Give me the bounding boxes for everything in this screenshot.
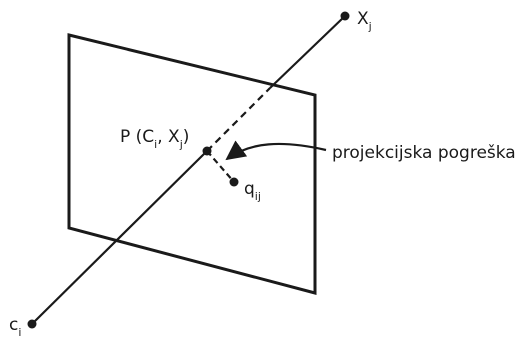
ray-plane-to-point [269, 15, 346, 89]
point-xj [340, 11, 350, 21]
error-pointer-arrow [225, 140, 327, 161]
label-projection: P (Ci, Xj) [120, 127, 189, 151]
label-p-main: P (C [120, 127, 154, 147]
label-qij: qij [244, 179, 261, 203]
label-ci-main: c [9, 315, 18, 335]
label-ci: ci [9, 315, 21, 339]
point-projection [202, 146, 212, 156]
label-qij-main: q [244, 179, 255, 199]
point-qij [229, 177, 239, 187]
label-p-close: ) [183, 127, 190, 147]
label-ci-sub: i [18, 326, 21, 339]
label-p-comma: , X [157, 127, 180, 147]
label-qij-sub: ij [255, 190, 261, 203]
image-plane [67, 33, 317, 295]
label-xj: Xj [357, 9, 372, 33]
point-ci [27, 319, 37, 329]
label-xj-main: X [357, 9, 369, 29]
reprojection-error-segment [206, 150, 235, 183]
ray-projection-to-plane-edge [206, 87, 271, 152]
ray-camera-to-projection [31, 150, 208, 325]
label-p-sub-j: j [179, 138, 183, 151]
label-xj-sub: j [368, 20, 372, 33]
label-p-sub-i: i [154, 138, 157, 151]
label-projection-error: projekcijska pogreška [332, 143, 516, 163]
